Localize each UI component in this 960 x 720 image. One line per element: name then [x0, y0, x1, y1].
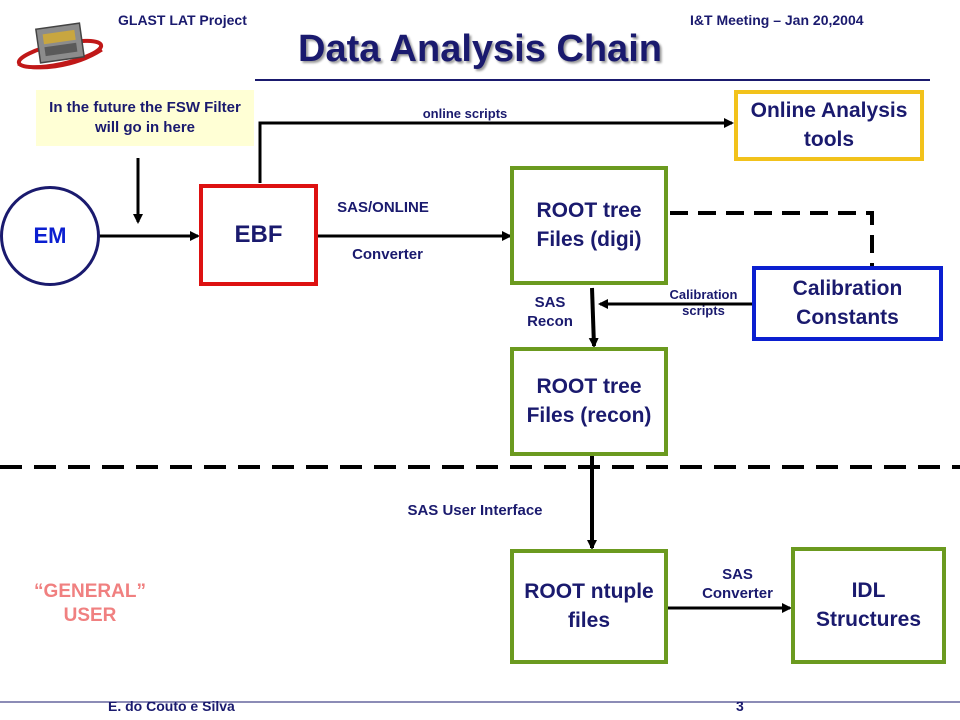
meeting-header: I&T Meeting – Jan 20,2004	[690, 12, 864, 28]
sas-recon-label: SAS Recon	[527, 294, 573, 330]
sas-converter-label: SAS Converter	[702, 566, 773, 602]
sas-online-label: SAS/ONLINE	[337, 199, 429, 216]
root-tree-recon-box: ROOT tree Files (recon)	[510, 347, 668, 456]
project-header: GLAST LAT Project	[118, 12, 247, 28]
online-analysis-tools-box: Online Analysis tools	[734, 90, 924, 161]
root-tree-digi-box: ROOT tree Files (digi)	[510, 166, 668, 285]
fsw-filter-note: In the future the FSW Filter will go in …	[36, 90, 254, 146]
converter-label: Converter	[352, 246, 423, 263]
page-number: 3	[736, 698, 744, 714]
calibration-scripts-label: Calibration scripts	[669, 287, 738, 319]
root-ntuple-box: ROOT ntuple files	[510, 549, 668, 664]
slide-title: Data Analysis Chain	[298, 28, 662, 70]
glast-logo	[16, 22, 104, 70]
sas-user-interface-label: SAS User Interface	[407, 502, 543, 519]
ebf-box: EBF	[199, 184, 318, 286]
arrow-ebf-online	[258, 118, 734, 183]
calibration-constants-box: Calibration Constants	[752, 266, 943, 341]
general-user-label: “GENERAL” USER	[34, 581, 146, 626]
online-scripts-label: online scripts	[422, 106, 508, 121]
arrow-digi-recon	[588, 287, 599, 348]
em-node: EM	[0, 186, 100, 286]
dashed-digi-calibration	[670, 211, 874, 266]
footer-author: E. do Couto e Silva	[108, 698, 235, 714]
idl-structures-box: IDL Structures	[791, 547, 946, 664]
